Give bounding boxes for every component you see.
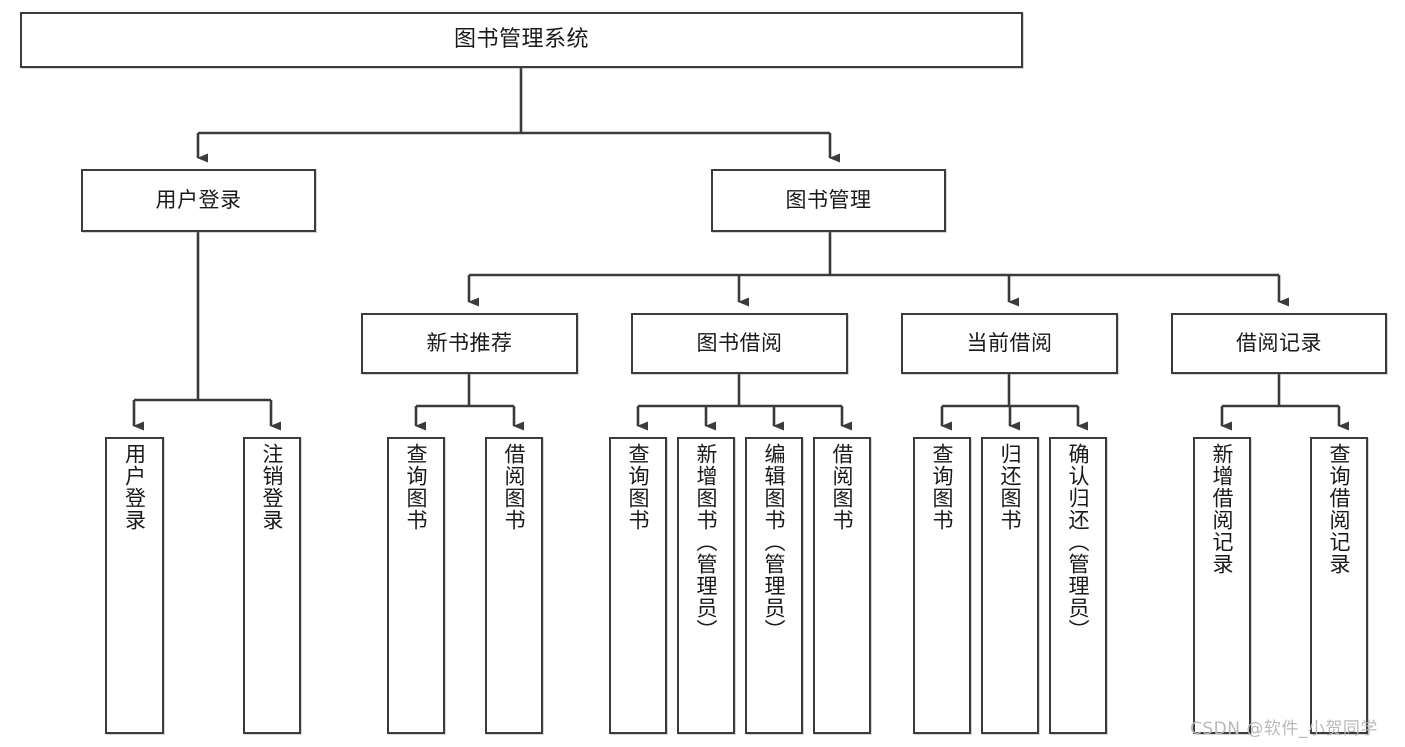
node-leaf-borrow-books-recommend[interactable]: 借阅图书 [485, 437, 543, 734]
node-label: 新增图书（管理员） [694, 443, 719, 641]
node-leaf-return-books[interactable]: 归还图书 [981, 437, 1039, 734]
node-level2-book-management[interactable]: 图书管理 [711, 169, 946, 232]
node-label: 图书管理系统 [453, 26, 589, 52]
node-level3-new-book-recommendation[interactable]: 新书推荐 [361, 313, 578, 374]
node-level2-user-login[interactable]: 用户登录 [81, 169, 316, 232]
node-level3-current-borrowing[interactable]: 当前借阅 [901, 313, 1118, 374]
node-label: 查询借阅记录 [1327, 443, 1352, 575]
node-leaf-user-login[interactable]: 用户登录 [105, 437, 164, 734]
node-label: 查询图书 [404, 443, 429, 531]
node-label: 借阅记录 [1236, 330, 1322, 355]
node-label: 归还图书 [998, 443, 1023, 531]
node-leaf-borrow-books[interactable]: 借阅图书 [813, 437, 871, 734]
node-label: 确认归还（管理员） [1066, 443, 1091, 641]
node-leaf-query-books-borrowing[interactable]: 查询图书 [609, 437, 667, 734]
node-leaf-logout[interactable]: 注销登录 [243, 437, 301, 734]
node-label: 注销登录 [260, 443, 285, 531]
node-label: 新增借阅记录 [1210, 443, 1235, 575]
node-label: 图书借阅 [696, 330, 783, 355]
node-leaf-query-books-current[interactable]: 查询图书 [913, 437, 971, 734]
node-label: 用户登录 [122, 443, 147, 531]
node-leaf-add-borrow-record[interactable]: 新增借阅记录 [1193, 437, 1251, 734]
node-label: 新书推荐 [426, 330, 513, 355]
node-label: 查询图书 [626, 443, 651, 531]
node-label: 用户登录 [155, 187, 242, 212]
node-level3-borrow-records[interactable]: 借阅记录 [1171, 313, 1387, 374]
csdn-watermark: CSDN @软件_小贺同学 [1190, 719, 1378, 739]
node-label: 借阅图书 [830, 443, 855, 531]
node-leaf-query-borrow-record[interactable]: 查询借阅记录 [1310, 437, 1368, 734]
node-label: 查询图书 [930, 443, 955, 531]
node-leaf-confirm-return-admin[interactable]: 确认归还（管理员） [1049, 437, 1107, 734]
node-root-book-management-system[interactable]: 图书管理系统 [20, 12, 1023, 68]
node-level3-book-borrowing[interactable]: 图书借阅 [631, 313, 848, 374]
node-label: 图书管理 [785, 187, 872, 212]
node-leaf-add-book-admin[interactable]: 新增图书（管理员） [677, 437, 735, 734]
node-leaf-query-books-recommend[interactable]: 查询图书 [387, 437, 445, 734]
node-leaf-edit-book-admin[interactable]: 编辑图书（管理员） [745, 437, 803, 734]
node-label: 借阅图书 [502, 443, 527, 531]
node-label: 编辑图书（管理员） [762, 443, 787, 641]
node-label: 当前借阅 [966, 330, 1053, 355]
